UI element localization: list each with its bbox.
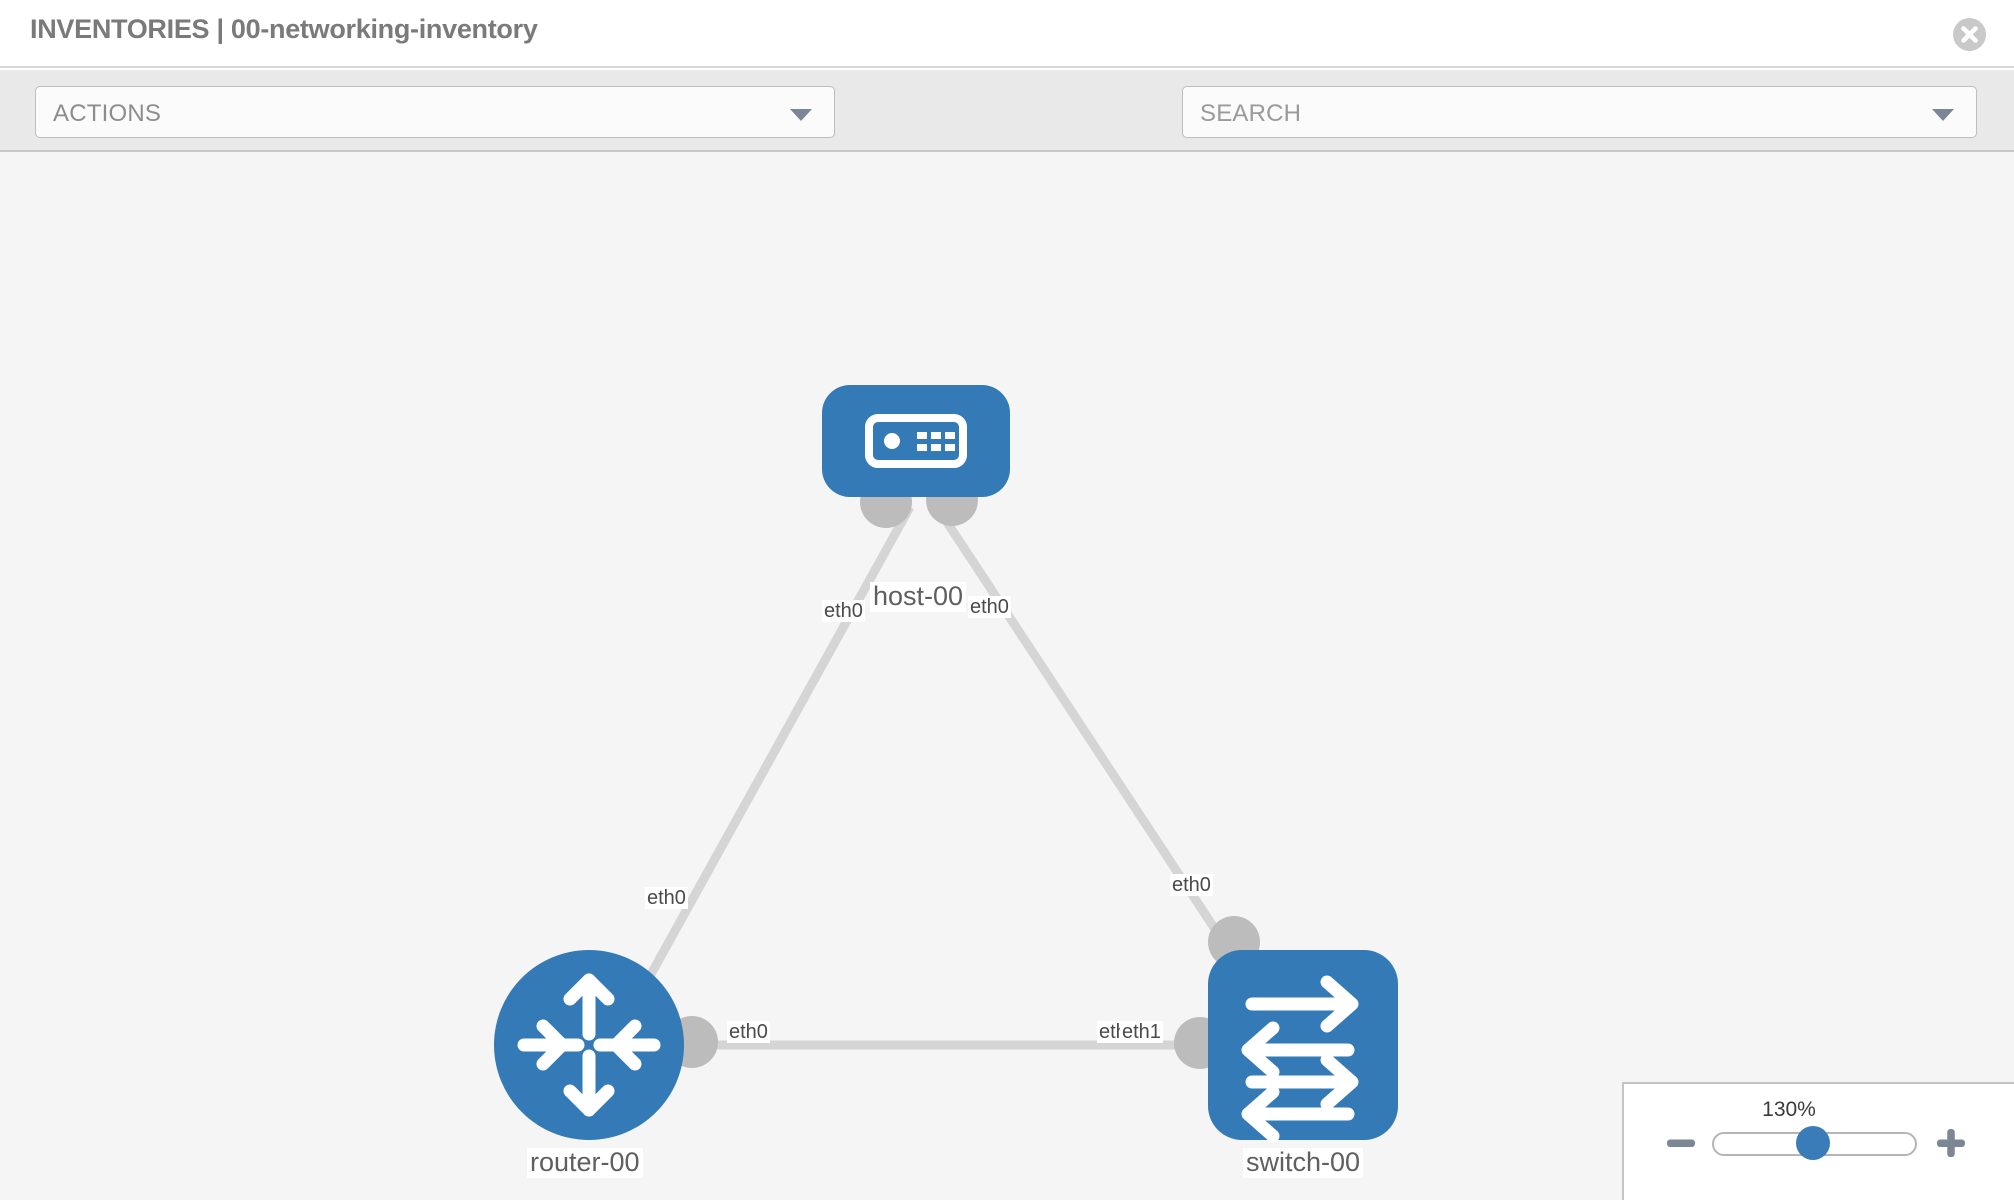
router-icon	[517, 973, 661, 1117]
link-host00-router00	[626, 504, 914, 1015]
plus-icon[interactable]	[1934, 1126, 1968, 1160]
page-header: INVENTORIES | 00-networking-inventory	[0, 0, 2014, 68]
topology-canvas[interactable]: eth0 eth0 eth0 eth0 eth0 eth0 eth1 host-…	[0, 152, 2014, 1200]
switch-icon	[1241, 975, 1359, 1143]
node-label-host-00: host-00	[870, 581, 967, 612]
node-label-router-00: router-00	[527, 1147, 643, 1178]
search-input-value: SEARCH	[1200, 100, 1302, 127]
interface-stub-layer	[666, 474, 1260, 1069]
minus-icon[interactable]	[1664, 1126, 1698, 1160]
iface-label-switch00-uplink: eth0	[1170, 874, 1213, 896]
iface-label-router00-eth0: eth0	[727, 1021, 770, 1043]
iface-label-host00-right: eth0	[968, 596, 1011, 618]
close-icon[interactable]	[1953, 18, 1986, 51]
actions-dropdown[interactable]: ACTIONS	[35, 86, 835, 138]
iface-label-router00-uplink: eth0	[645, 887, 688, 909]
iface-label-switch00-eth1: eth1	[1120, 1021, 1163, 1043]
node-switch-00	[1208, 950, 1398, 1143]
chevron-down-icon	[1932, 109, 1954, 121]
node-label-switch-00: switch-00	[1243, 1147, 1364, 1178]
toolbar: ACTIONS	[0, 70, 2014, 199]
iface-label-host00-left: eth0	[822, 600, 865, 622]
zoom-control-panel: 130%	[1622, 1082, 2014, 1200]
node-router-00	[494, 950, 684, 1140]
server-icon	[865, 414, 967, 468]
search-input[interactable]: SEARCH	[1182, 86, 1977, 138]
zoom-percent-label: 130%	[1762, 1098, 1816, 1121]
node-host-00	[822, 385, 1010, 497]
page-title: INVENTORIES | 00-networking-inventory	[30, 14, 538, 44]
actions-dropdown-label: ACTIONS	[53, 100, 162, 127]
topology-graph	[494, 385, 1398, 1143]
zoom-slider-thumb[interactable]	[1796, 1126, 1830, 1160]
chevron-down-icon	[790, 109, 812, 121]
